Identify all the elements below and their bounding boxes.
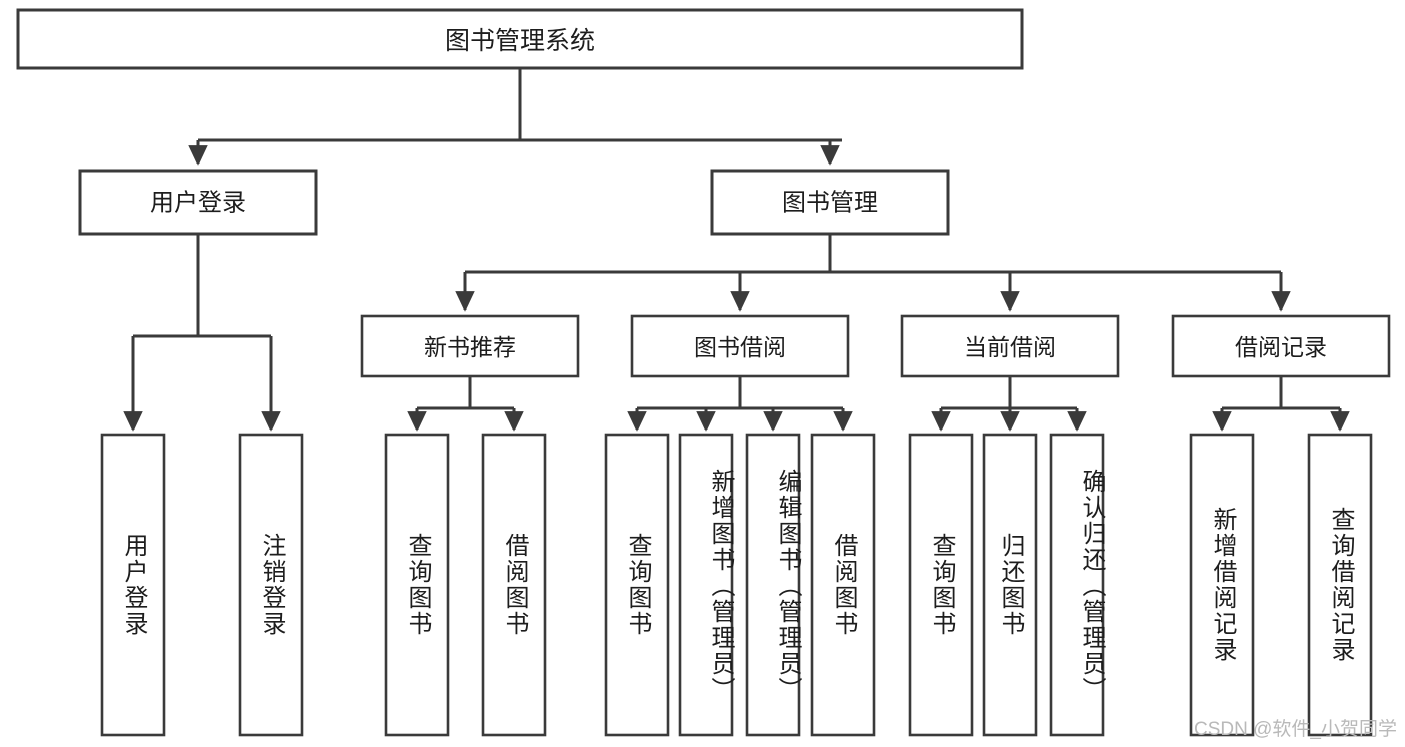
node-book-manage-label: 图书管理 (782, 190, 878, 217)
connector-book-borrow-to-leaves (627, 376, 853, 432)
node-current-borrow[interactable]: 当前借阅 (900, 314, 1120, 378)
node-root-label: 图书管理系统 (445, 27, 595, 55)
node-borrow-record-label: 借阅记录 (1235, 334, 1327, 360)
connector-user-login-to-leaves (123, 234, 281, 432)
node-leaf-add-book[interactable] (678, 433, 734, 737)
node-book-manage[interactable]: 图书管理 (710, 169, 950, 236)
node-leaf-borrow-book-2[interactable] (810, 433, 876, 737)
node-leaf-logout-login[interactable] (238, 433, 304, 737)
watermark: CSDN @软件_小贺同学 (1194, 719, 1397, 740)
node-book-borrow[interactable]: 图书借阅 (630, 314, 850, 378)
node-leaf-query-book-2[interactable] (604, 433, 670, 737)
connector-new-book-recommend-to-leaves (407, 376, 524, 432)
connector-root-to-level2 (188, 68, 842, 166)
node-current-borrow-label: 当前借阅 (964, 334, 1056, 360)
node-user-login-label: 用户登录 (150, 190, 246, 217)
node-book-borrow-label: 图书借阅 (694, 334, 786, 360)
node-new-book-recommend-label: 新书推荐 (424, 334, 516, 360)
node-leaf-query-book-1[interactable] (384, 433, 450, 737)
node-user-login[interactable]: 用户登录 (78, 169, 318, 236)
node-borrow-record[interactable]: 借阅记录 (1171, 314, 1391, 378)
connector-current-borrow-to-leaves (931, 376, 1087, 432)
node-new-book-recommend[interactable]: 新书推荐 (360, 314, 580, 378)
node-leaf-return-book[interactable] (982, 433, 1038, 737)
node-leaf-add-record[interactable] (1189, 433, 1255, 737)
node-leaf-edit-book[interactable] (745, 433, 801, 737)
node-leaf-confirm-return[interactable] (1049, 433, 1105, 737)
node-leaf-user-login[interactable] (100, 433, 166, 737)
connector-book-manage-to-level3 (455, 234, 1291, 312)
node-leaf-query-record[interactable] (1307, 433, 1373, 737)
node-root[interactable]: 图书管理系统 (16, 8, 1024, 70)
node-leaf-query-book-3[interactable] (908, 433, 974, 737)
connector-borrow-record-to-leaves (1212, 376, 1350, 432)
node-leaf-borrow-book-1[interactable] (481, 433, 547, 737)
